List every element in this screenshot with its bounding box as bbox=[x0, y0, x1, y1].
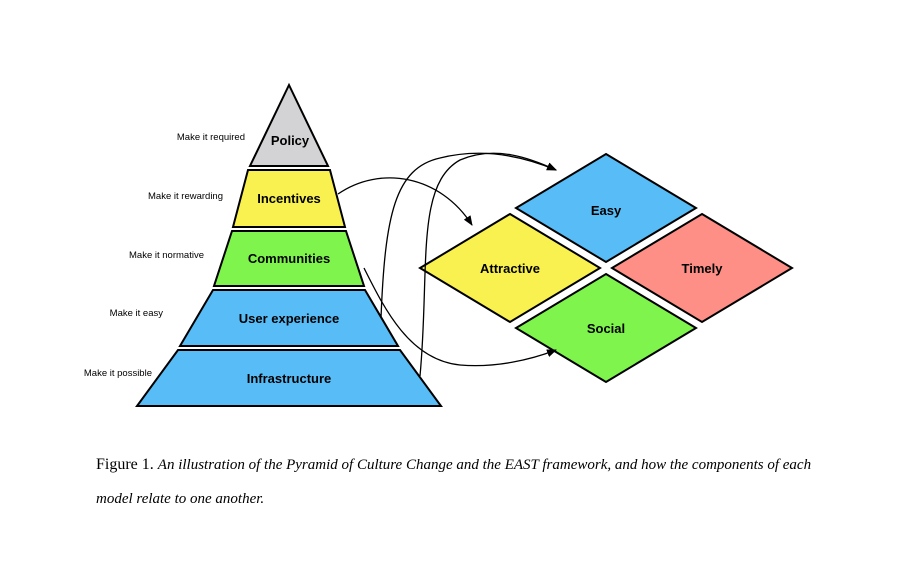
infrastructure-tier-label: Infrastructure bbox=[247, 371, 332, 386]
pyramid-tier-incentives: Incentives Make it rewarding bbox=[148, 169, 347, 228]
arrow-user-experience-to-easy bbox=[380, 152, 557, 319]
attractive-label: Attractive bbox=[480, 261, 540, 276]
pyramid-tier-user-experience: User experience Make it easy bbox=[110, 289, 400, 347]
east-framework: Easy Attractive Timely Social bbox=[418, 152, 794, 384]
attractive-diamond bbox=[418, 212, 602, 324]
social-label: Social bbox=[587, 321, 625, 336]
communities-tier-label: Communities bbox=[248, 251, 330, 266]
pyramid-tier-communities: Communities Make it normative bbox=[129, 230, 366, 287]
timely-diamond bbox=[610, 212, 794, 324]
relationship-arrows bbox=[337, 152, 557, 377]
pyramid-tier-infrastructure: Infrastructure Make it possible bbox=[84, 349, 443, 407]
policy-tier-label: Policy bbox=[271, 133, 310, 148]
communities-tier-shape bbox=[212, 230, 366, 287]
pyramid-of-culture-change: Policy Make it required Incentives Make … bbox=[84, 82, 443, 407]
user-experience-tier-label: User experience bbox=[239, 311, 339, 326]
east-attractive: Attractive bbox=[418, 212, 602, 324]
arrow-communities-to-social bbox=[363, 267, 557, 367]
east-social: Social bbox=[514, 272, 698, 384]
infrastructure-tier-shape bbox=[135, 349, 443, 407]
policy-tier-shape bbox=[248, 82, 330, 167]
figure-caption: Figure 1. An illustration of the Pyramid… bbox=[96, 448, 826, 516]
infrastructure-action-label: Make it possible bbox=[84, 368, 152, 379]
figure-number: Figure 1. bbox=[96, 456, 154, 473]
easy-label: Easy bbox=[591, 203, 622, 218]
policy-action-label: Make it required bbox=[177, 132, 245, 143]
incentives-action-label: Make it rewarding bbox=[148, 191, 223, 202]
figure-caption-text: An illustration of the Pyramid of Cultur… bbox=[96, 457, 812, 507]
pyramid-tier-policy: Policy Make it required bbox=[177, 82, 330, 167]
arrow-incentives-to-attractive bbox=[337, 177, 473, 226]
communities-action-label: Make it normative bbox=[129, 250, 204, 261]
incentives-tier-shape bbox=[231, 169, 347, 228]
social-diamond bbox=[514, 272, 698, 384]
east-timely: Timely bbox=[610, 212, 794, 324]
easy-diamond bbox=[514, 152, 698, 264]
user-experience-tier-shape bbox=[178, 289, 400, 347]
timely-label: Timely bbox=[682, 261, 724, 276]
east-easy: Easy bbox=[514, 152, 698, 264]
culture-change-diagram: Policy Make it required Incentives Make … bbox=[84, 82, 794, 407]
incentives-tier-label: Incentives bbox=[257, 191, 321, 206]
user-experience-action-label: Make it easy bbox=[110, 308, 164, 319]
arrow-infrastructure-to-easy bbox=[419, 152, 557, 377]
